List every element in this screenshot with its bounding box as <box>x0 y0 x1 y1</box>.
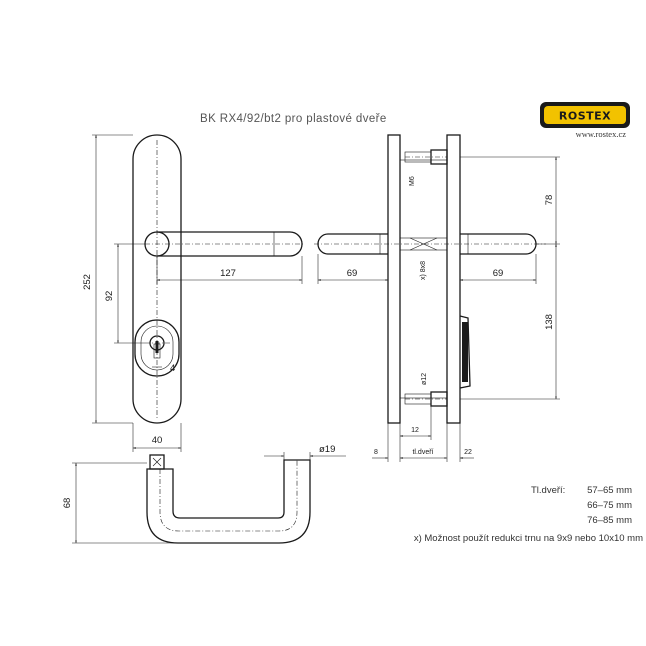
inner-plate <box>446 134 461 424</box>
dim-height: 252 <box>82 274 93 290</box>
dim-door: tl.dveří <box>412 449 433 456</box>
escutcheon-plate <box>132 134 182 424</box>
logo-text: ROSTEX <box>559 110 611 123</box>
outer-plate <box>387 134 401 424</box>
dim-top: 78 <box>544 195 555 206</box>
drawing-title: BK RX4/92/bt2 pro plastové dveře <box>200 113 387 125</box>
dim-lever-height: 68 <box>62 498 73 509</box>
notes: Tl.dveří: 57–65 mm 66–75 mm 76–85 mm x) … <box>414 485 643 544</box>
footnote: x) Možnost použít redukci trnu na 9x9 ne… <box>414 533 643 544</box>
dim-lever-diameter: ø19 <box>319 444 335 455</box>
door-range-1: 57–65 mm <box>587 485 632 496</box>
dim-lever: 127 <box>220 268 236 279</box>
logo-plate <box>544 106 626 124</box>
dim-screw: M6 <box>409 176 416 186</box>
dim-22: 22 <box>464 449 472 456</box>
dim-key: 4 <box>170 363 175 374</box>
dim-spacing: 92 <box>104 291 115 302</box>
dim-width: 40 <box>152 435 163 446</box>
door-range-2: 66–75 mm <box>587 500 632 511</box>
door-thickness-label: Tl.dveří: <box>531 485 565 496</box>
dim-lower: 138 <box>544 314 555 330</box>
dim-12: 12 <box>411 427 419 434</box>
front-view: 4 252 92 127 40 <box>82 134 304 452</box>
cylinder-cover <box>134 319 180 377</box>
dim-hole: ø12 <box>421 373 428 385</box>
cylinder-knob <box>459 315 471 389</box>
dim-lever-left: 69 <box>347 268 358 279</box>
dim-spindle: x) 8x8 <box>420 261 427 280</box>
lever-profile <box>146 459 311 544</box>
brand-url: www.rostex.cz <box>576 129 627 139</box>
side-view: M6 x) 8x8 69 69 ø12 78 138 <box>314 134 560 462</box>
dim-8: 8 <box>374 449 378 456</box>
rostex-logo: ROSTEX <box>540 102 630 128</box>
door-range-3: 76–85 mm <box>587 515 632 526</box>
dim-lever-right: 69 <box>493 268 504 279</box>
lever-view: 68 ø19 <box>62 444 346 544</box>
